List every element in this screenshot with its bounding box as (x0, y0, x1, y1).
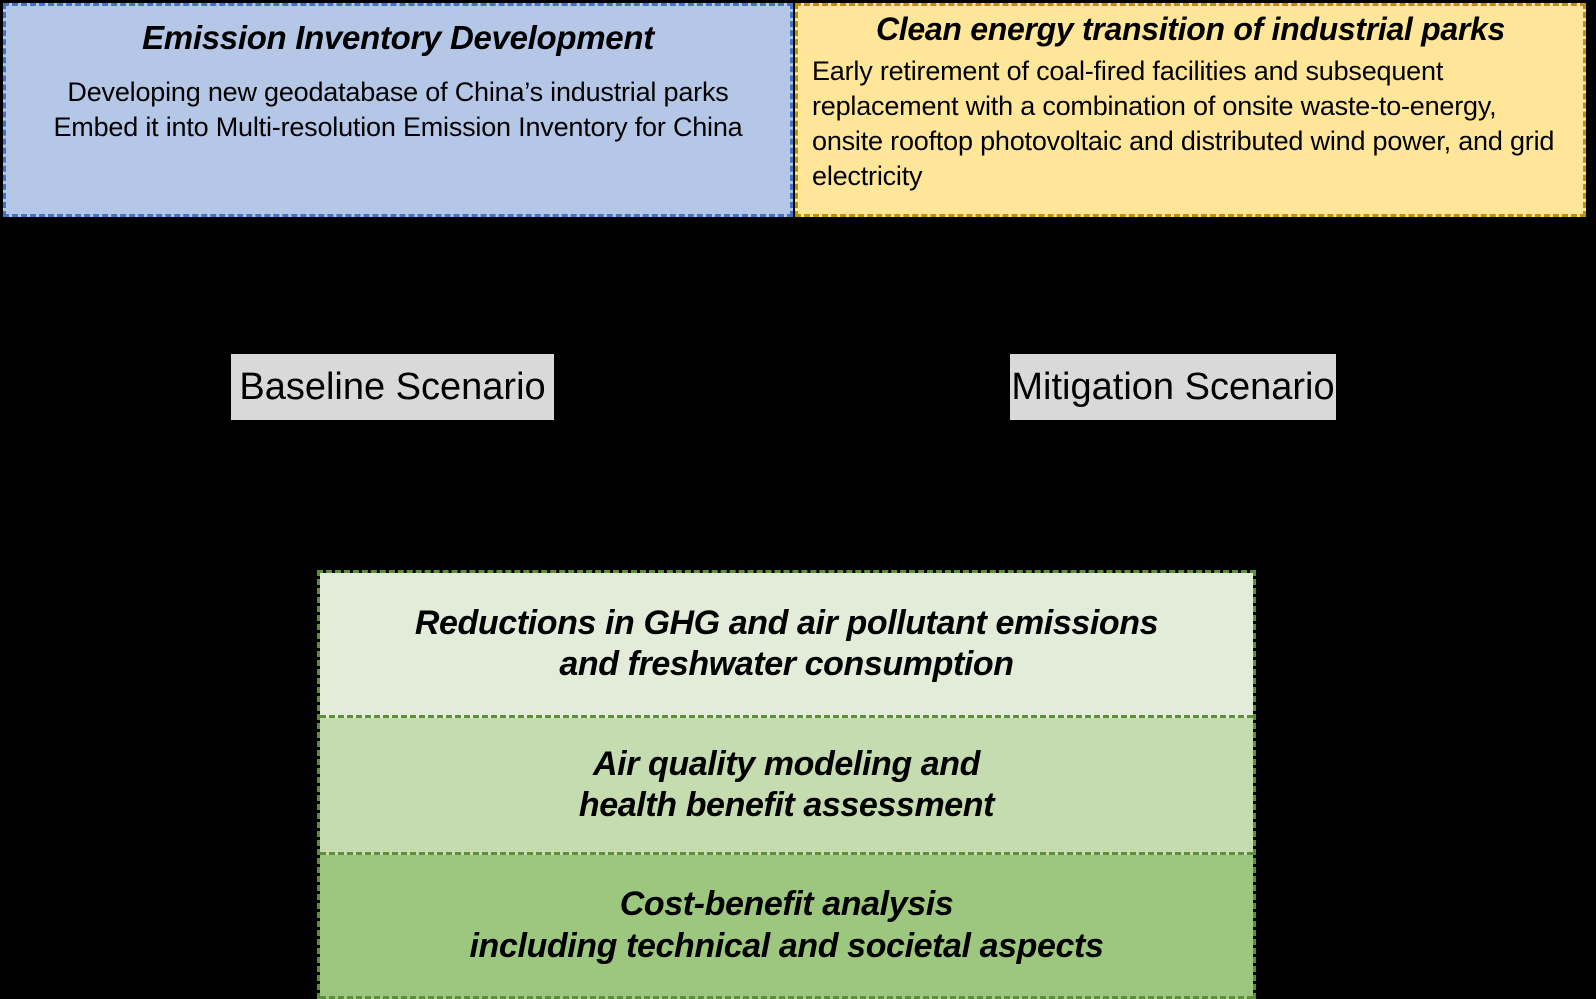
outcome-cost-benefit-analysis: Cost-benefit analysis including technica… (320, 855, 1253, 999)
emission-inventory-title: Emission Inventory Development (142, 19, 654, 56)
outcome-emissions-reductions-line-2: and freshwater consumption (559, 645, 1014, 683)
emission-inventory-body: Developing new geodatabase of China’s in… (18, 75, 778, 145)
outcome-emissions-reductions: Reductions in GHG and air pollutant emis… (320, 573, 1253, 718)
outcome-air-quality-health-line-2: health benefit assessment (578, 786, 995, 824)
outcome-emissions-reductions-line-1: Reductions in GHG and air pollutant emis… (414, 603, 1159, 642)
baseline-scenario-label: Baseline Scenario (231, 354, 554, 420)
clean-energy-transition-title: Clean energy transition of industrial pa… (875, 11, 1506, 47)
mitigation-scenario-label: Mitigation Scenario (1010, 354, 1336, 420)
outcome-air-quality-health-line-1: Air quality modeling and (592, 744, 981, 783)
clean-energy-transition-body: Early retirement of coal-fired facilitie… (812, 55, 1555, 192)
emission-inventory-line-2: Embed it into Multi-resolution Emission … (53, 112, 743, 143)
outcome-air-quality-health: Air quality modeling and health benefit … (320, 718, 1253, 855)
outcome-cost-benefit-analysis-line-1: Cost-benefit analysis (619, 885, 954, 924)
clean-energy-transition-box: Clean energy transition of industrial pa… (795, 3, 1586, 217)
outcome-cost-benefit-analysis-line-2: including technical and societal aspects (469, 926, 1104, 965)
outcomes-panel: Reductions in GHG and air pollutant emis… (317, 570, 1256, 999)
emission-inventory-line-1: Developing new geodatabase of China’s in… (67, 76, 729, 107)
emission-inventory-box: Emission Inventory Development Developin… (3, 3, 793, 217)
